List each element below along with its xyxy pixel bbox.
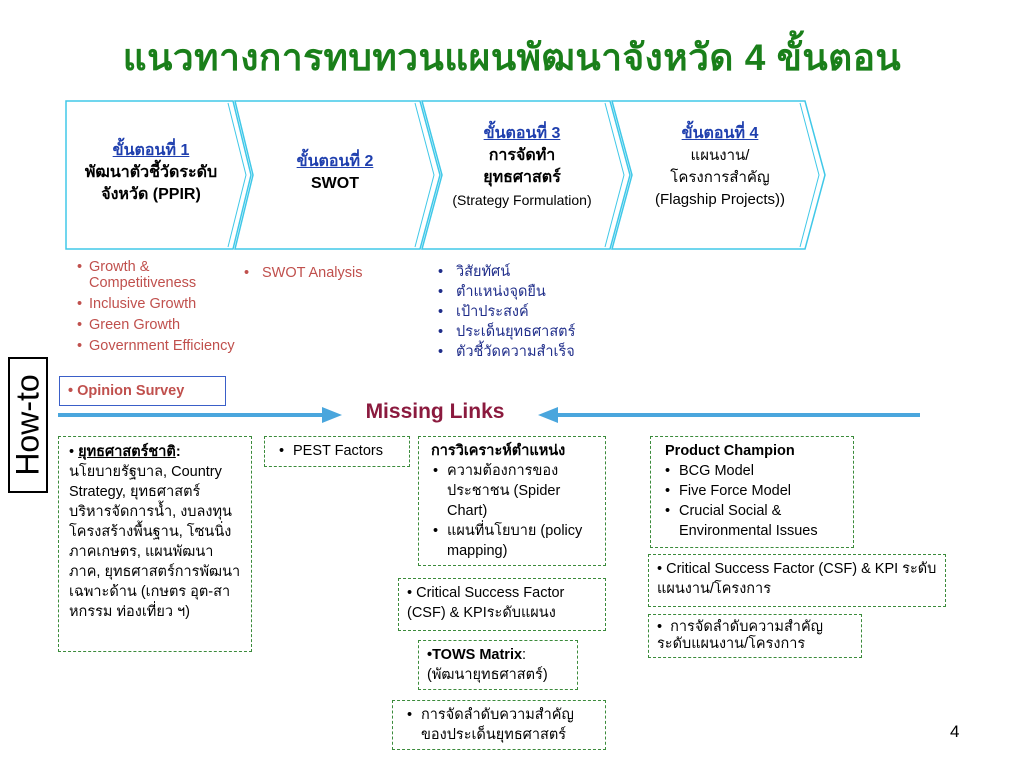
list-item: ความต้องการของประชาชน (Spider Chart) [427, 461, 597, 521]
step-3-text: ขั้นตอนที่ 3 การจัดทำ ยุทธศาสตร์ (Strate… [432, 123, 612, 211]
step-3-line2: ยุทธศาสตร์ [483, 169, 561, 186]
step-2-list: SWOT Analysis [244, 265, 414, 286]
step-4-text: ขั้นตอนที่ 4 แผนงาน/ โครงการสำคัญ (Flags… [630, 123, 810, 211]
product-champion-title: Product Champion [665, 443, 795, 459]
list-item: การจัดลำดับความสำคัญของประเด็นยุทธศาสตร์ [401, 705, 597, 745]
missing-links-label: Missing Links [365, 400, 505, 423]
missing-links-arrows [58, 407, 920, 423]
list-item: SWOT Analysis [244, 265, 414, 281]
bullet-icon: • [657, 561, 667, 577]
list-item: ประเด็นยุทธศาสตร์ [434, 322, 634, 342]
prioritize-issue-box: การจัดลำดับความสำคัญของประเด็นยุทธศาสตร์ [392, 700, 606, 750]
step-4-line1: แผนงาน/ [690, 147, 750, 164]
colon: : [522, 647, 527, 663]
bullet-icon: • [657, 619, 671, 635]
csf-plan-text: Critical Success Factor (CSF) & KPIระดับ… [407, 585, 565, 621]
tows-text: (พัฒนายุทธศาสตร์) [427, 667, 548, 683]
step-1-line1: พัฒนาตัวชี้วัดระดับ [84, 164, 218, 181]
step-4-heading: ขั้นตอนที่ 4 [681, 125, 759, 142]
step-2-line1: SWOT [311, 175, 359, 192]
position-analysis-box: การวิเคราะห์ตำแหน่ง ความต้องการของประชาช… [418, 436, 606, 566]
right-arrow-head [538, 407, 558, 423]
step-3-line1: การจัดทำ [488, 147, 556, 164]
product-champion-box: Product Champion BCG Model Five Force Mo… [650, 436, 854, 548]
csf-plan-box: • Critical Success Factor (CSF) & KPIระด… [398, 578, 606, 631]
step-1-heading: ขั้นตอนที่ 1 [112, 142, 190, 159]
page-number: 4 [950, 722, 960, 741]
bullet-icon: • [68, 383, 78, 399]
tows-label: TOWS Matrix [432, 647, 523, 663]
position-analysis-title: การวิเคราะห์ตำแหน่ง [431, 443, 566, 459]
step-3-line3: (Strategy Formulation) [452, 192, 592, 208]
step-3-list: วิสัยทัศน์ ตำแหน่งจุดยืน เป้าประสงค์ ประ… [434, 262, 634, 362]
opinion-survey-box: • Opinion Survey [59, 376, 226, 406]
step-1-line2: จังหวัด (PPIR) [101, 186, 201, 203]
list-item: Inclusive Growth [77, 296, 237, 312]
list-item: PEST Factors [273, 441, 401, 461]
list-item: Growth & Competitiveness [77, 259, 237, 291]
list-item: วิสัยทัศน์ [434, 262, 634, 282]
step-3-heading: ขั้นตอนที่ 3 [483, 125, 561, 142]
step-4-line2: โครงการสำคัญ [670, 169, 770, 186]
list-item: Five Force Model [659, 481, 845, 501]
colon: : [175, 444, 181, 460]
national-strategy-label: ยุทธศาสตร์ชาติ [78, 444, 176, 460]
step-2-text: ขั้นตอนที่ 2 SWOT [245, 151, 425, 195]
step-1-list: Growth & Competitiveness Inclusive Growt… [77, 259, 237, 359]
csf-project-box: • Critical Success Factor (CSF) & KPI ระ… [648, 554, 946, 607]
list-item: ตัวชี้วัดความสำเร็จ [434, 342, 634, 362]
list-item: Government Efficiency [77, 338, 237, 354]
howto-label-box: How-to [8, 357, 48, 493]
step-2-heading: ขั้นตอนที่ 2 [296, 153, 374, 170]
prioritize-project-box: • การจัดลำดับความสำคัญระดับแผนงาน/โครงกา… [648, 614, 862, 658]
list-item: BCG Model [659, 461, 845, 481]
bullet-icon: • [407, 585, 417, 601]
bullet-icon: • [69, 444, 79, 460]
list-item: Green Growth [77, 317, 237, 333]
tows-box: •TOWS Matrix: (พัฒนายุทธศาสตร์) [418, 640, 578, 690]
step-4-line3: (Flagship Projects)) [654, 191, 786, 208]
step-1-text: ขั้นตอนที่ 1 พัฒนาตัวชี้วัดระดับ จังหวัด… [66, 140, 236, 206]
page-title: แนวทางการทบทวนแผนพัฒนาจังหวัด 4 ขั้นตอน [122, 37, 902, 78]
national-strategy-text: นโยบายรัฐบาล, Country Strategy, ยุทธศาสต… [69, 464, 241, 620]
pest-box: PEST Factors [264, 436, 410, 467]
list-item: เป้าประสงค์ [434, 302, 634, 322]
opinion-survey-label: Opinion Survey [77, 383, 185, 399]
list-item: Crucial Social & Environmental Issues [659, 501, 845, 541]
list-item: แผนที่นโยบาย (policy mapping) [427, 521, 597, 561]
prioritize-project-text: การจัดลำดับความสำคัญระดับแผนงาน/โครงการ [657, 619, 823, 652]
csf-project-text: Critical Success Factor (CSF) & KPI ระดั… [657, 561, 937, 597]
left-arrow-head [322, 407, 342, 423]
bullet-icon: • [427, 647, 433, 663]
list-item: ตำแหน่งจุดยืน [434, 282, 634, 302]
national-strategy-box: • ยุทธศาสตร์ชาติ: นโยบายรัฐบาล, Country … [58, 436, 252, 652]
